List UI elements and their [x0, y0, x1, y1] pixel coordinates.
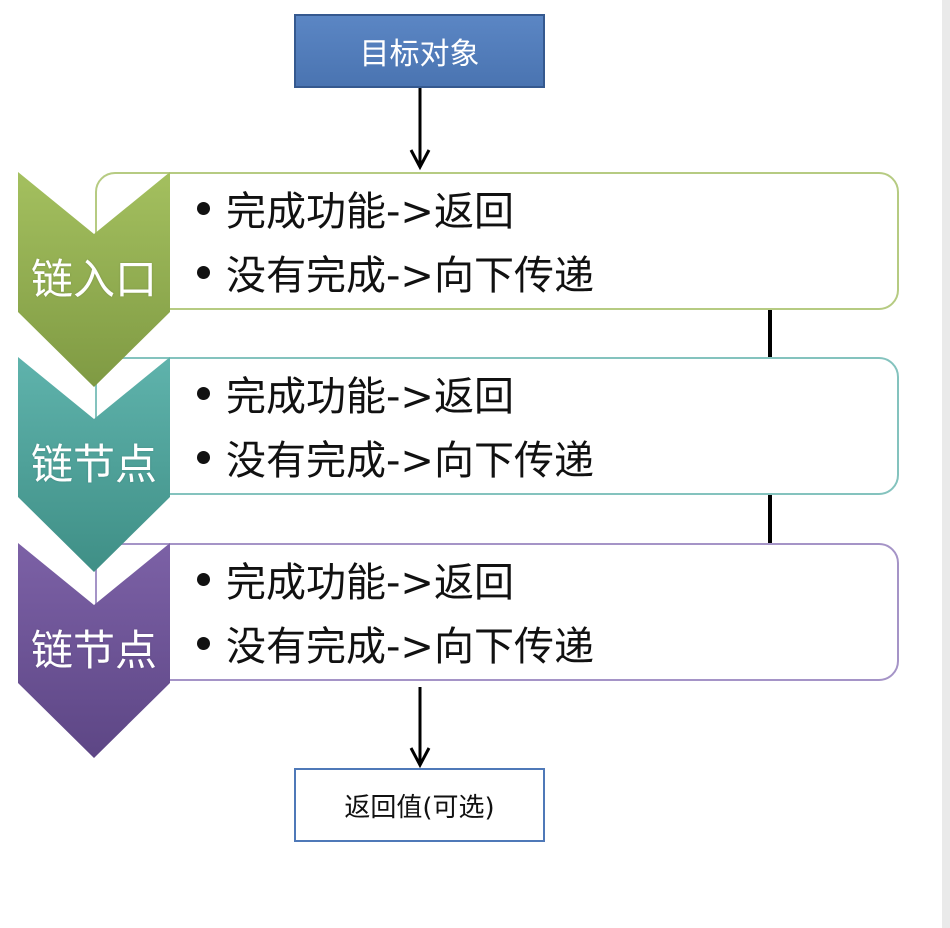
bullet-dot-icon: [197, 386, 210, 400]
bullet-item: 没有完成->向下传递: [197, 240, 594, 304]
chevron-shape: [18, 357, 170, 572]
chain-node-label: 链节点: [30, 439, 157, 489]
bullet-text: 完成功能->返回: [226, 560, 514, 606]
return-value-label: 返回值(可选): [344, 792, 495, 823]
bullet-item: 完成功能->返回: [197, 176, 594, 240]
bullet-dot-icon: [197, 572, 210, 586]
bullet-dot-icon: [197, 450, 210, 464]
target-object-box: 目标对象: [294, 14, 545, 88]
bullet-item: 完成功能->返回: [197, 361, 594, 425]
chevron-shape: [18, 543, 170, 758]
bullet-text: 完成功能->返回: [226, 374, 514, 420]
bullet-item: 没有完成->向下传递: [197, 611, 594, 675]
bullet-text: 没有完成->向下传递: [226, 624, 594, 670]
bullet-text: 没有完成->向下传递: [226, 253, 594, 299]
bullet-dot-icon: [197, 636, 210, 650]
bullet-item: 没有完成->向下传递: [197, 425, 594, 489]
chain-node-panel-1: 完成功能->返回 没有完成->向下传递: [95, 357, 899, 495]
chain-node-chevron-2: 链节点: [18, 543, 170, 758]
bullet-text: 没有完成->向下传递: [226, 438, 594, 484]
chain-node-label: 链节点: [30, 625, 157, 675]
bullet-item: 完成功能->返回: [197, 547, 594, 611]
bullet-list: 完成功能->返回 没有完成->向下传递: [197, 176, 594, 304]
bullet-text: 完成功能->返回: [226, 189, 514, 235]
bullet-dot-icon: [197, 265, 210, 279]
chevron-shape: [18, 172, 170, 387]
arrow-down-icon: [409, 747, 431, 769]
chain-node-panel-2: 完成功能->返回 没有完成->向下传递: [95, 543, 899, 681]
bullet-list: 完成功能->返回 没有完成->向下传递: [197, 547, 594, 675]
chain-entry-panel: 完成功能->返回 没有完成->向下传递: [95, 172, 899, 310]
chain-entry-chevron: 链入口: [18, 172, 170, 387]
bullet-list: 完成功能->返回 没有完成->向下传递: [197, 361, 594, 489]
return-value-box: 返回值(可选): [294, 768, 545, 842]
arrow-down-icon: [409, 149, 431, 171]
chain-node-chevron-1: 链节点: [18, 357, 170, 572]
chain-entry-label: 链入口: [30, 254, 157, 304]
target-object-label: 目标对象: [359, 37, 480, 72]
window-edge: [942, 0, 950, 928]
bullet-dot-icon: [197, 201, 210, 215]
